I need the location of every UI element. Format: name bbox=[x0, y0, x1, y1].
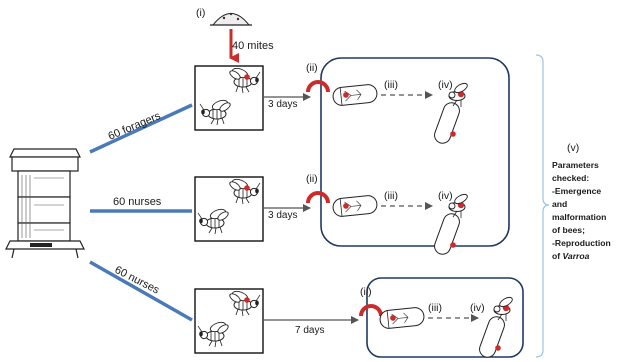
label-step-iv-bottom: (iv) bbox=[470, 302, 485, 314]
box-nurses-middle bbox=[194, 176, 264, 242]
label-step-i: (i) bbox=[196, 7, 205, 19]
capping-icon-bottom bbox=[359, 304, 383, 318]
brood-cell-icon-bottom bbox=[378, 306, 426, 330]
brood-cell-icon-middle bbox=[331, 194, 379, 218]
bracket bbox=[535, 54, 550, 358]
label-step-iv-top: (iv) bbox=[438, 79, 453, 91]
parameter-line: -Reproduction bbox=[552, 238, 611, 248]
parameter-line: malformation bbox=[552, 212, 606, 222]
label-step-ii-bottom: (ii) bbox=[360, 286, 372, 298]
parameter-line: and bbox=[552, 199, 567, 209]
mite-dish-icon bbox=[210, 12, 252, 26]
label-step-v: (v) bbox=[567, 142, 579, 154]
parameter-line: Parameters bbox=[552, 160, 599, 170]
label-step-ii-top: (ii) bbox=[306, 62, 318, 74]
capsule-bee-icon-middle bbox=[431, 191, 470, 257]
parameter-line-varroa: of Varroa bbox=[552, 251, 590, 261]
label-step-ii-middle: (ii) bbox=[306, 173, 318, 185]
brood-cell-icon-top bbox=[331, 83, 379, 107]
label-step-iii-top: (iii) bbox=[384, 79, 398, 91]
incubation-box-small bbox=[366, 277, 524, 358]
blue-arrows bbox=[89, 103, 193, 322]
incubation-box-large bbox=[320, 57, 510, 247]
label-step-iv-middle: (iv) bbox=[438, 190, 453, 202]
box-nurses-bottom bbox=[194, 288, 264, 354]
label-60-foragers: 60 foragers bbox=[106, 110, 162, 143]
parameter-prefix: of bbox=[552, 251, 563, 261]
parameter-line: of bees; bbox=[552, 225, 585, 235]
capping-icon-top bbox=[306, 80, 330, 94]
label-3-days-middle: 3 days bbox=[268, 210, 297, 221]
label-3-days-top: 3 days bbox=[268, 99, 297, 110]
parameter-line: checked: bbox=[552, 173, 589, 183]
label-step-iii-middle: (iii) bbox=[384, 190, 398, 202]
beehive-icon bbox=[5, 148, 85, 259]
parameter-line: -Emergence bbox=[552, 186, 601, 196]
label-60-nurses-middle: 60 nurses bbox=[113, 196, 162, 208]
label-step-iii-bottom: (iii) bbox=[428, 302, 442, 314]
capping-icon-middle bbox=[306, 191, 330, 205]
box-foragers bbox=[194, 65, 264, 131]
parameters-checked: Parameters checked: -Emergence and malfo… bbox=[552, 160, 611, 261]
varroa-species: Varroa bbox=[563, 251, 590, 261]
capsule-bee-icon-top bbox=[431, 80, 470, 146]
label-7-days-bottom: 7 days bbox=[295, 325, 324, 336]
label-40-mites: 40 mites bbox=[232, 40, 274, 52]
